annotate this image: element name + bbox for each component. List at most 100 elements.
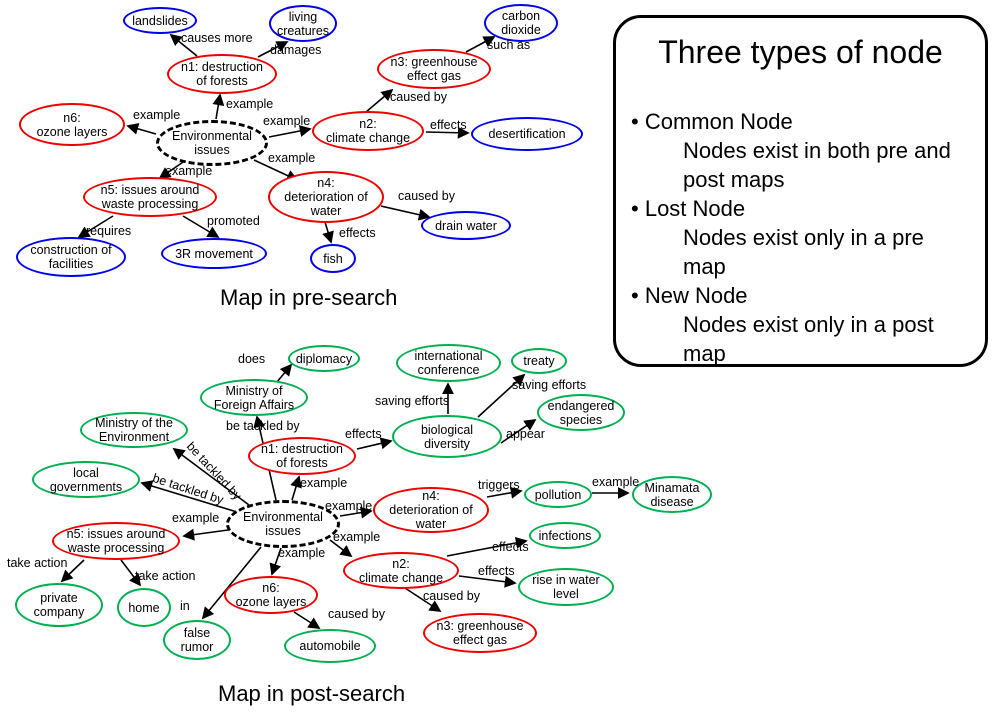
post-node-n3: n3: greenhouse effect gas bbox=[423, 613, 537, 653]
pre-edge-n4-drain-water bbox=[380, 205, 431, 221]
post-edge-n1-biodiversity bbox=[356, 437, 393, 450]
pre-node-landslides: landslides bbox=[123, 7, 197, 34]
pre-node-living-creatures: living creatures bbox=[269, 5, 337, 42]
post-node-ministry-of-the-environment: Ministry of the Environment bbox=[80, 412, 188, 448]
post-edge-label: take action bbox=[7, 556, 68, 570]
post-node-n5: n5: issues around waste processing bbox=[52, 522, 180, 560]
post-edge-biodiversity-endangered bbox=[500, 418, 537, 444]
post-node-false-rumor: false rumor bbox=[163, 620, 231, 660]
legend-item-common-node: Common Node Nodes exist in both pre and … bbox=[631, 107, 985, 194]
post-edge-label: triggers bbox=[478, 478, 520, 492]
pre-node-n6: n6: ozone layers bbox=[19, 103, 125, 146]
post-node-minamata-disease: Minamata disease bbox=[632, 476, 712, 513]
legend-list: Common Node Nodes exist in both pre and … bbox=[616, 107, 985, 368]
post-edge-label: example bbox=[300, 476, 348, 490]
pre-node-drain-water: drain water bbox=[421, 211, 511, 240]
post-edge-label: be tackled by bbox=[226, 419, 300, 433]
legend-box: Three types of node Common Node Nodes ex… bbox=[613, 15, 988, 367]
post-node-ministry-of-foreign-affairs: Ministry of Foreign Affairs bbox=[200, 379, 308, 416]
post-node-treaty: treaty bbox=[511, 348, 567, 374]
post-edge-n5-home bbox=[120, 559, 142, 587]
post-edge-label: example bbox=[325, 499, 373, 513]
post-edge-label: take action bbox=[135, 569, 196, 583]
legend-item-lost-node: Lost Node Nodes exist only in a pre map bbox=[631, 194, 985, 281]
post-edge-label: caused by bbox=[328, 607, 385, 621]
post-node-pollution: pollution bbox=[524, 481, 592, 508]
post-edge-biodiversity-treaty bbox=[477, 373, 526, 418]
pre-edge-label: damages bbox=[270, 43, 322, 57]
post-edge-root-n2 bbox=[329, 539, 353, 558]
post-map-caption: Map in post-search bbox=[218, 681, 406, 706]
post-edge-n4-pollution bbox=[486, 486, 523, 499]
pre-edge-n4-fish bbox=[322, 221, 334, 244]
pre-edge-label: requires bbox=[86, 224, 132, 238]
pre-edge-n2-n3 bbox=[365, 88, 394, 113]
post-edge-label: example bbox=[172, 511, 220, 525]
post-edge-label: example bbox=[592, 475, 640, 489]
post-edge-label: does bbox=[238, 352, 266, 366]
post-edge-n2-rise bbox=[458, 575, 517, 588]
post-edge-label: in bbox=[180, 599, 190, 613]
post-edge-root-moe bbox=[172, 447, 250, 506]
legend-title: Three types of node bbox=[658, 34, 943, 70]
post-edge-n2-n3 bbox=[404, 587, 442, 612]
pre-map-caption: Map in pre-search bbox=[220, 285, 398, 310]
pre-edge-label: caused by bbox=[390, 90, 447, 104]
post-edge-n5-private-company bbox=[60, 559, 85, 583]
pre-node-n2: n2: climate change bbox=[312, 111, 424, 151]
post-edge-root-n6 bbox=[269, 547, 282, 576]
pre-edge-label: such as bbox=[487, 38, 531, 52]
post-edge-label: effects bbox=[345, 427, 382, 441]
post-edge-root-n1 bbox=[290, 475, 302, 501]
pre-node-n4: n4: deterioration of water bbox=[268, 171, 384, 223]
pre-edge-n5-3r bbox=[182, 215, 220, 238]
pre-edge-label: effects bbox=[339, 226, 376, 240]
post-node-root: Environmental issues bbox=[226, 500, 340, 548]
post-node-automobile: automobile bbox=[284, 629, 376, 663]
post-edge-label: caused by bbox=[423, 589, 480, 603]
pre-node-desertification: desertification bbox=[471, 117, 583, 151]
post-edge-n2-infections bbox=[446, 537, 528, 557]
pre-node-carbon-dioxide: carbon dioxide bbox=[484, 4, 558, 42]
post-edge-label: saving efforts bbox=[512, 378, 587, 392]
post-node-n6: n6: ozone layers bbox=[224, 576, 318, 614]
pre-edge-root-n2 bbox=[268, 125, 312, 138]
pre-edge-label: causes more bbox=[181, 31, 253, 45]
post-node-home: home bbox=[117, 588, 171, 627]
post-edge-label: example bbox=[278, 546, 326, 560]
post-node-n1: n1: destruction of forests bbox=[248, 437, 356, 475]
post-edge-root-n5 bbox=[182, 528, 229, 541]
pre-edge-n2-desertification bbox=[425, 126, 470, 139]
pre-edge-label: example bbox=[268, 151, 316, 165]
pre-node-3r-movement: 3R movement bbox=[161, 238, 267, 269]
post-node-endangered-species: endangered species bbox=[537, 394, 625, 431]
post-edge-label: appear bbox=[506, 427, 545, 441]
post-edge-n6-automobile bbox=[293, 611, 321, 629]
post-node-diplomacy: diplomacy bbox=[288, 345, 360, 372]
post-node-biological-diversity: biological diversity bbox=[392, 415, 502, 458]
pre-edge-n3-carbon-dioxide bbox=[465, 36, 496, 53]
post-edge-label: effects bbox=[478, 564, 515, 578]
post-node-n4: n4: deterioration of water bbox=[373, 487, 489, 533]
pre-node-root: Environmental issues bbox=[156, 120, 268, 166]
pre-node-n5: n5: issues around waste processing bbox=[83, 177, 217, 217]
pre-node-construction-of-facilities: construction of facilities bbox=[16, 237, 126, 277]
pre-edge-label: promoted bbox=[207, 214, 260, 228]
post-edge-label: example bbox=[333, 530, 381, 544]
post-edge-root-n4 bbox=[339, 506, 373, 519]
pre-edge-label: effects bbox=[430, 118, 467, 132]
post-node-n2: n2: climate change bbox=[343, 552, 459, 589]
pre-edge-n1-living-creatures bbox=[257, 41, 289, 58]
pre-edge-label: example bbox=[263, 114, 311, 128]
post-node-international-conference: international conference bbox=[396, 344, 501, 382]
post-edge-label: effects bbox=[492, 540, 529, 554]
pre-edge-root-n1 bbox=[212, 93, 225, 120]
pre-edge-root-n6 bbox=[126, 123, 157, 135]
post-edge-root-local-governments bbox=[140, 480, 238, 513]
pre-edge-n5-construction bbox=[77, 215, 114, 238]
pre-node-n1: n1: destruction of forests bbox=[167, 54, 277, 94]
pre-edge-root-n5 bbox=[158, 159, 187, 180]
post-node-rise-in-water-level: rise in water level bbox=[518, 568, 614, 606]
